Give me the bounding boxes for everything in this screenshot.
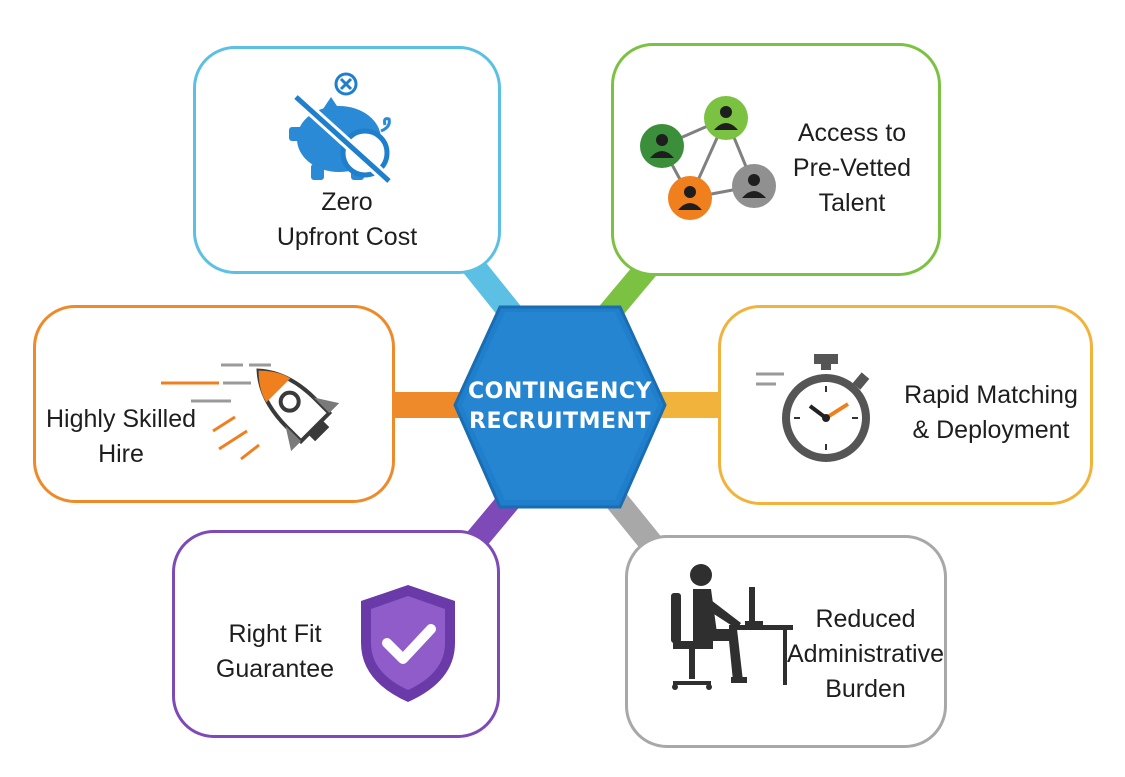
benefit-label-rapid-matching: Rapid Matching& Deployment — [904, 381, 1078, 444]
shield-check-icon — [361, 585, 455, 702]
rocket-icon — [161, 363, 340, 461]
desk-worker-icon — [671, 564, 793, 690]
benefit-card-rapid-matching: Rapid Matching& Deployment — [718, 305, 1093, 505]
stopwatch-icon — [756, 354, 870, 462]
piggy-bank-crossed-icon — [289, 72, 393, 186]
talent-network-icon — [640, 96, 776, 220]
